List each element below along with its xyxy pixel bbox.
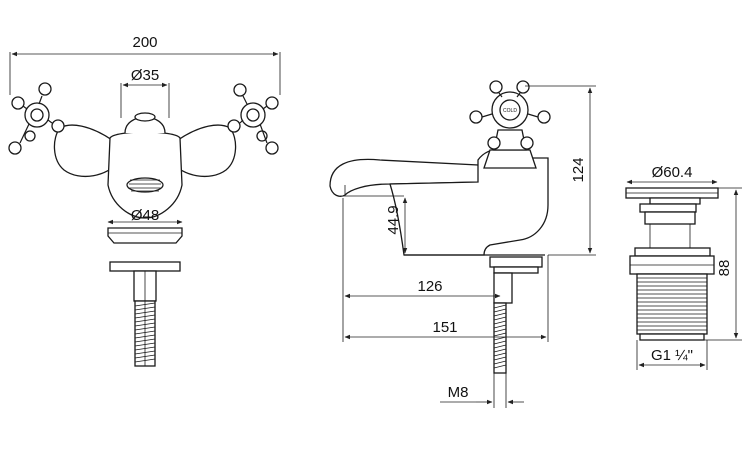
waste-view: Ø60.4 88 G1 ¼": [625, 164, 742, 370]
side-view: COLD 124 44.9 126 151 M8: [329, 80, 596, 408]
thread-shank-label: M8: [448, 384, 469, 401]
side-backnut: [489, 256, 543, 268]
waste-plug: [649, 197, 701, 205]
body-diameter-label: Ø35: [131, 67, 159, 84]
total-height-label: 124: [570, 157, 587, 182]
front-view: 200 Ø35: [8, 34, 281, 367]
handle-column: [483, 149, 537, 169]
waste-thread-label: G1 ¼": [651, 347, 693, 364]
spout-reach-label: 126: [417, 278, 442, 295]
top-cap: [134, 112, 156, 122]
waste-nut: [634, 247, 711, 257]
backnut-washer: [109, 261, 181, 272]
right-arm: [171, 124, 237, 178]
spout-height-label: 44.9: [385, 205, 402, 234]
base-diameter-label: Ø48: [131, 207, 159, 224]
side-shank-upper: [493, 272, 513, 304]
side-handle-icon: COLD: [469, 80, 551, 150]
cold-label: COLD: [503, 108, 517, 114]
overall-width-label: 200: [132, 34, 157, 51]
waste-height-label: 88: [716, 260, 733, 277]
spout: [329, 158, 481, 197]
outlet-ring: [126, 177, 164, 193]
overall-length-label: 151: [432, 319, 457, 336]
central-body: [107, 131, 183, 219]
waste-threaded-body: [636, 273, 708, 335]
base-flange: [107, 227, 183, 244]
right-handle-icon: [227, 83, 279, 155]
left-handle-icon: [8, 82, 65, 155]
left-arm: [53, 124, 119, 178]
waste-diameter-label: Ø60.4: [652, 164, 693, 181]
